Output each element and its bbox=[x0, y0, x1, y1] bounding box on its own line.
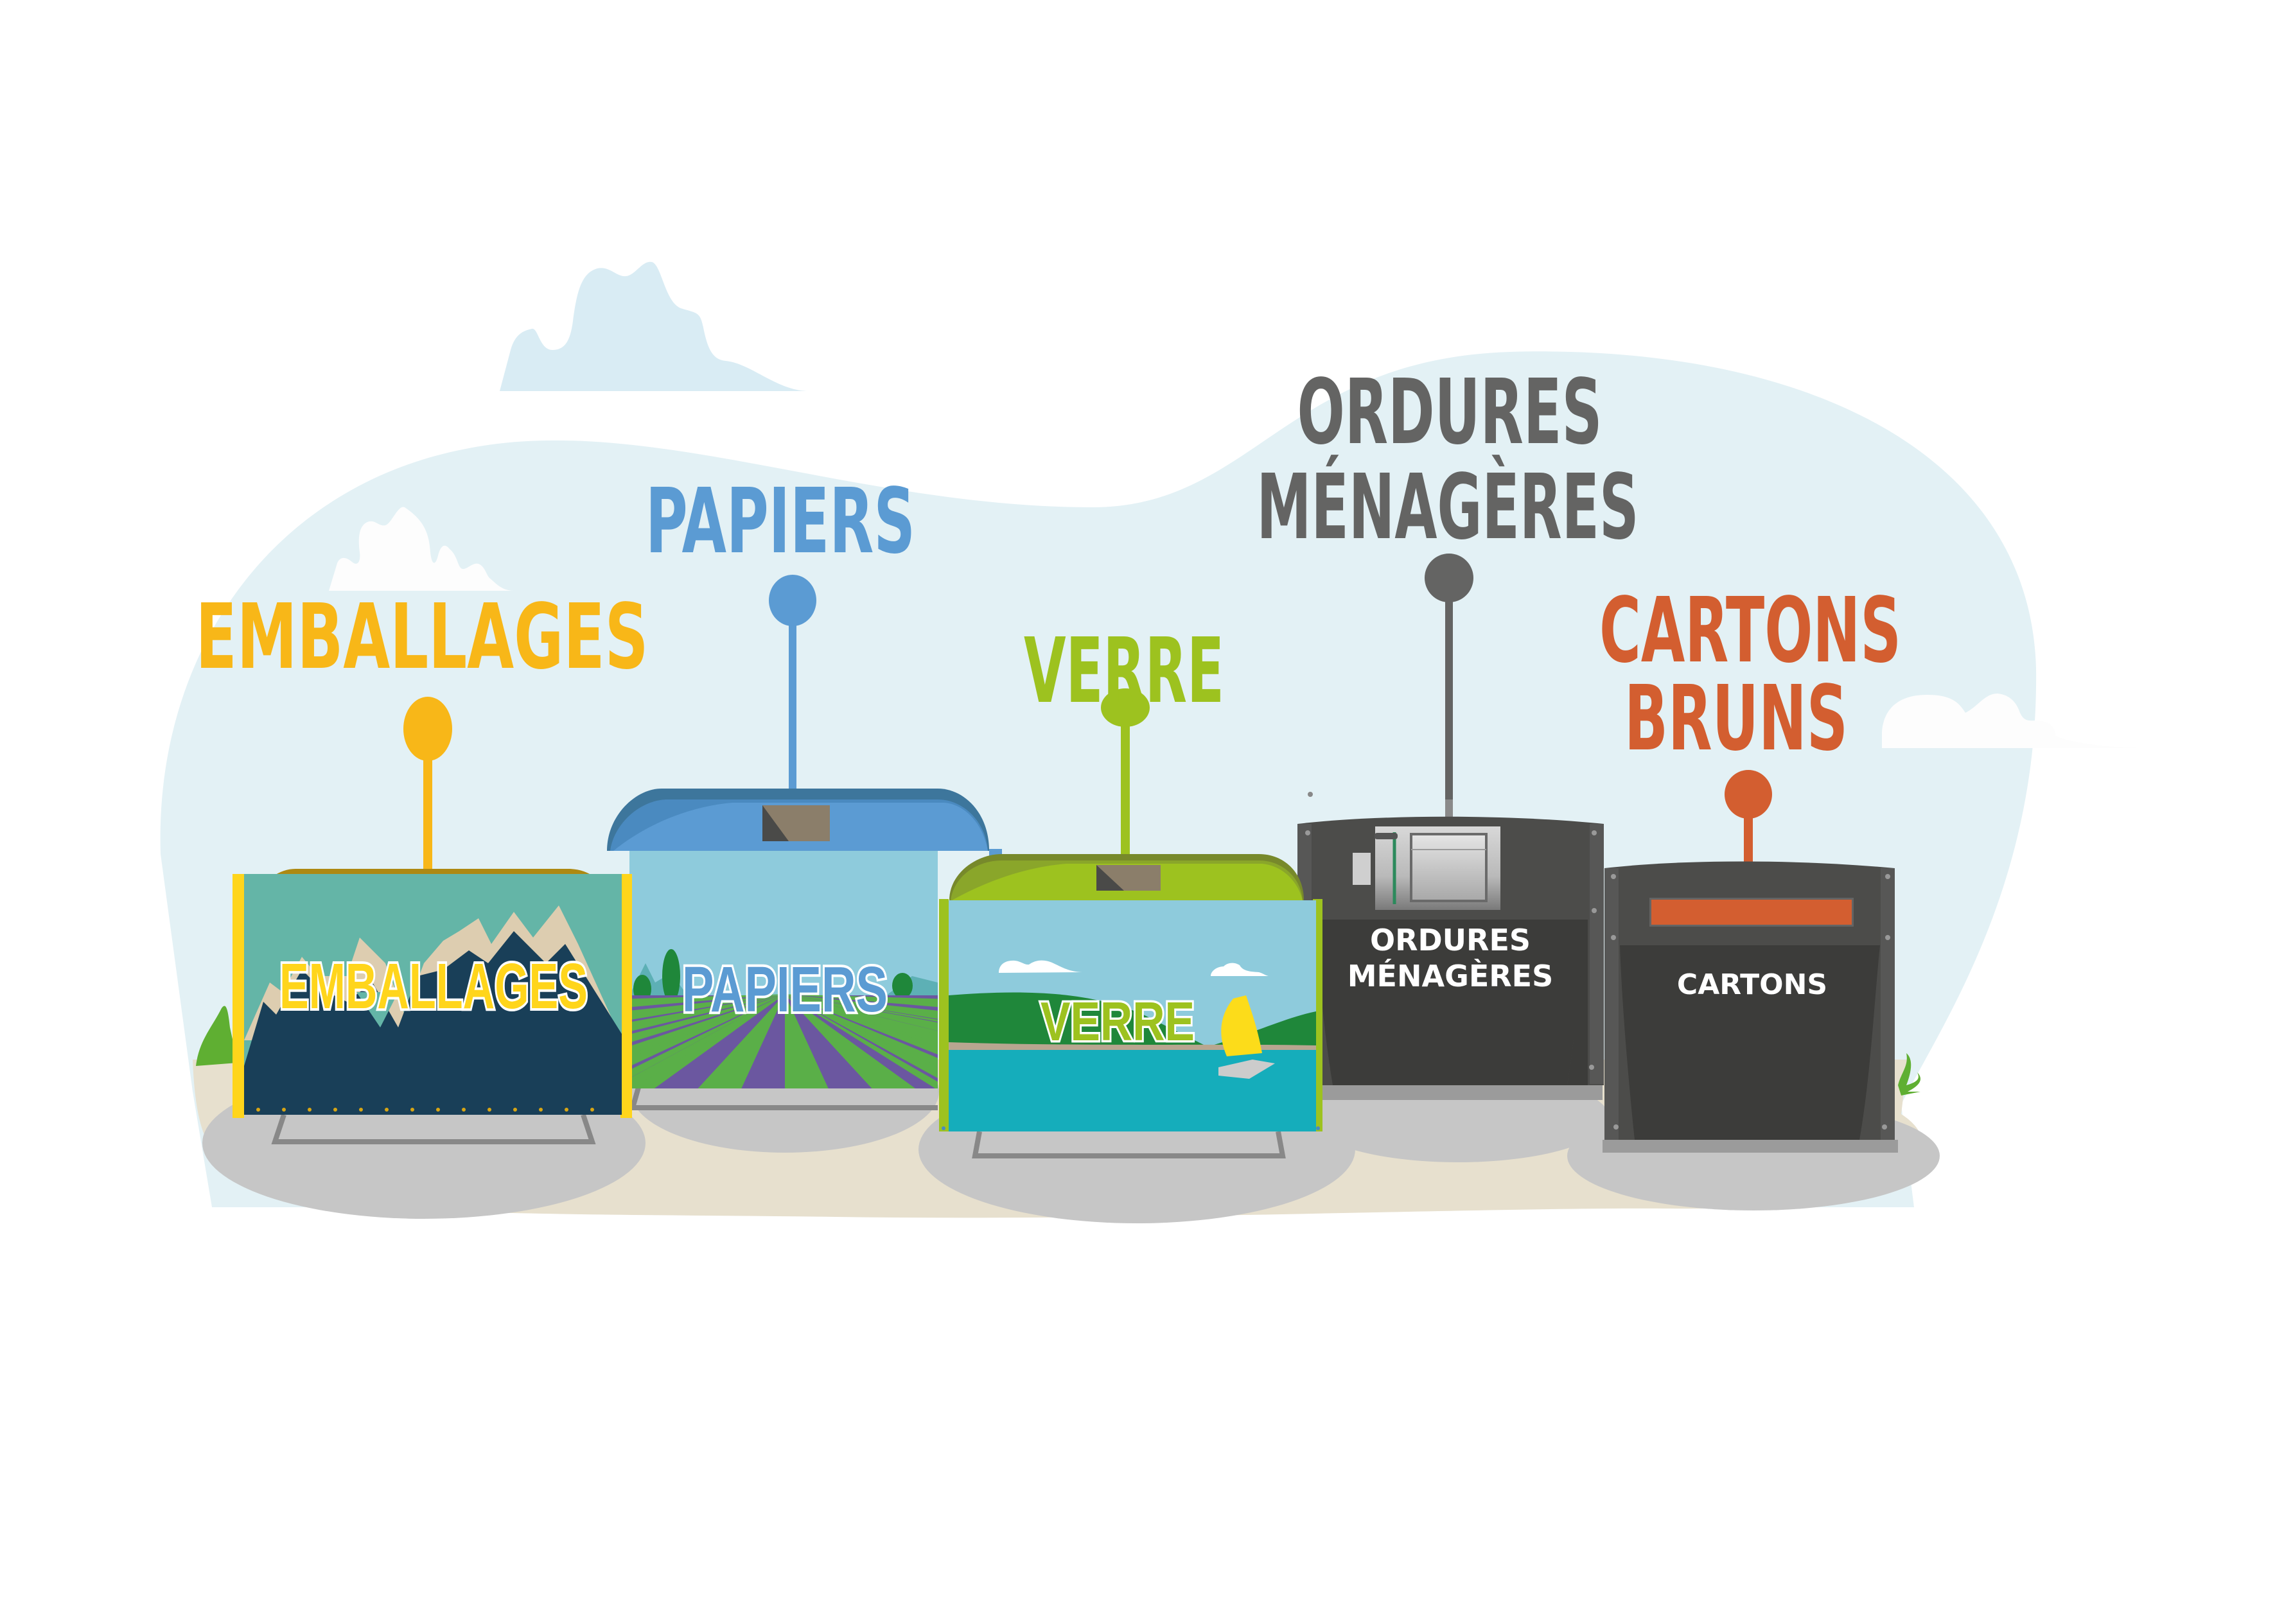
rivets bbox=[256, 1108, 594, 1112]
rivet bbox=[539, 1108, 543, 1112]
rivet bbox=[488, 1108, 491, 1112]
bin-emballages: EMBALLAGES bbox=[233, 697, 632, 1144]
sign-ball bbox=[1725, 770, 1772, 819]
cloud-icon bbox=[999, 960, 1082, 973]
rivet bbox=[333, 1108, 337, 1112]
bin-verre: VERRE bbox=[939, 688, 1322, 1158]
field-stripe bbox=[629, 994, 785, 1088]
grass-icon bbox=[196, 1006, 238, 1066]
field-stripe bbox=[785, 994, 938, 1043]
field-stripe bbox=[785, 994, 938, 1067]
field-stripes bbox=[629, 994, 938, 1088]
field-stripe bbox=[785, 994, 938, 1055]
field-stripe bbox=[785, 994, 938, 1019]
sign-label-ordures-line2: MÉNAGÈRES bbox=[1257, 454, 1639, 560]
grass-icon bbox=[1898, 1053, 1920, 1096]
panel-label-line2: MÉNAGÈRES bbox=[1348, 959, 1553, 993]
cloud-icon bbox=[1211, 963, 1269, 976]
field-stripe bbox=[629, 994, 785, 1079]
field-stripe bbox=[785, 994, 938, 1031]
sign-label-verre: VERRE bbox=[1024, 619, 1224, 724]
field-stripe bbox=[629, 994, 785, 1031]
field-stripe bbox=[629, 994, 785, 1043]
sign-ball bbox=[403, 697, 452, 761]
sign-ball bbox=[1101, 688, 1150, 727]
rivet bbox=[385, 1108, 389, 1112]
panel-label: PAPIERS bbox=[682, 954, 888, 1026]
panel-label-line1: ORDURES bbox=[1370, 923, 1531, 957]
sign-label-cartons-line2: BRUNS bbox=[1624, 667, 1848, 771]
panel-label: VERRE bbox=[1041, 991, 1195, 1052]
field-stripe bbox=[629, 994, 785, 1032]
rivet bbox=[565, 1108, 568, 1112]
rivet bbox=[590, 1108, 594, 1112]
cloud-icon bbox=[500, 261, 809, 391]
field-stripe bbox=[698, 994, 785, 1088]
field-stripe bbox=[785, 994, 938, 1008]
cloud-icon bbox=[1882, 694, 2139, 748]
sign-label-cartons-line1: CARTONS bbox=[1599, 579, 1901, 683]
rivet bbox=[462, 1108, 466, 1112]
rivet bbox=[256, 1108, 260, 1112]
rivet bbox=[410, 1108, 414, 1112]
field-stripe bbox=[785, 994, 938, 1088]
sign-label-ordures-line1: ORDURES bbox=[1297, 360, 1603, 465]
sailboat-icon bbox=[1221, 995, 1262, 1056]
rivet bbox=[359, 1108, 363, 1112]
bin-papiers: PAPIERS bbox=[607, 575, 1002, 1110]
field-stripe bbox=[629, 994, 785, 1008]
field-stripe bbox=[785, 994, 938, 1022]
panel-label: EMBALLAGES bbox=[279, 950, 588, 1022]
field-stripe bbox=[629, 994, 785, 1020]
cloud-icon bbox=[329, 507, 514, 591]
sign-ball bbox=[1425, 554, 1473, 602]
bin-cartons: CARTONS bbox=[1603, 770, 1898, 1153]
field-stripe bbox=[785, 994, 916, 1088]
rivet bbox=[436, 1108, 440, 1112]
rivet bbox=[282, 1108, 286, 1112]
field-stripe bbox=[785, 994, 938, 1078]
sign-label-papiers: PAPIERS bbox=[646, 469, 915, 574]
rivet bbox=[308, 1108, 312, 1112]
rivet bbox=[513, 1108, 517, 1112]
field-stripe bbox=[629, 994, 785, 1055]
sign-label-emballages: EMBALLAGES bbox=[196, 585, 649, 690]
panel-label: CARTONS bbox=[1677, 968, 1827, 1001]
sign-ball bbox=[769, 575, 816, 626]
field-stripe bbox=[629, 994, 785, 1067]
field-stripe bbox=[785, 994, 829, 1088]
